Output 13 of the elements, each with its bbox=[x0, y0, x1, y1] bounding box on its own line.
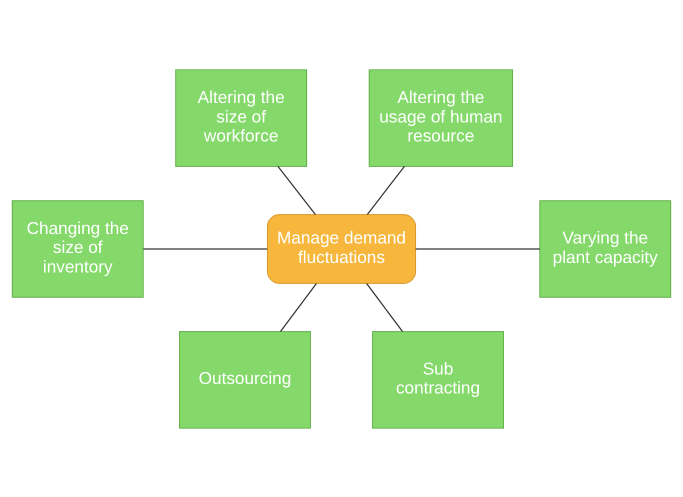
connector bbox=[277, 165, 316, 214]
node-box: Varying the plant capacity bbox=[539, 200, 672, 298]
node-box: Altering the usage of human resource bbox=[368, 68, 514, 166]
node-box: Sub contracting bbox=[372, 330, 504, 428]
connector bbox=[143, 248, 268, 250]
connector bbox=[366, 282, 403, 332]
node-box: Outsourcing bbox=[179, 330, 311, 428]
connector bbox=[366, 165, 405, 214]
node-box: Altering the size of workforce bbox=[175, 68, 308, 166]
node-box: Manage demand fluctuations bbox=[266, 214, 416, 284]
connector bbox=[416, 248, 540, 250]
node-box: Changing the size of inventory bbox=[12, 200, 144, 298]
connector bbox=[280, 282, 317, 332]
